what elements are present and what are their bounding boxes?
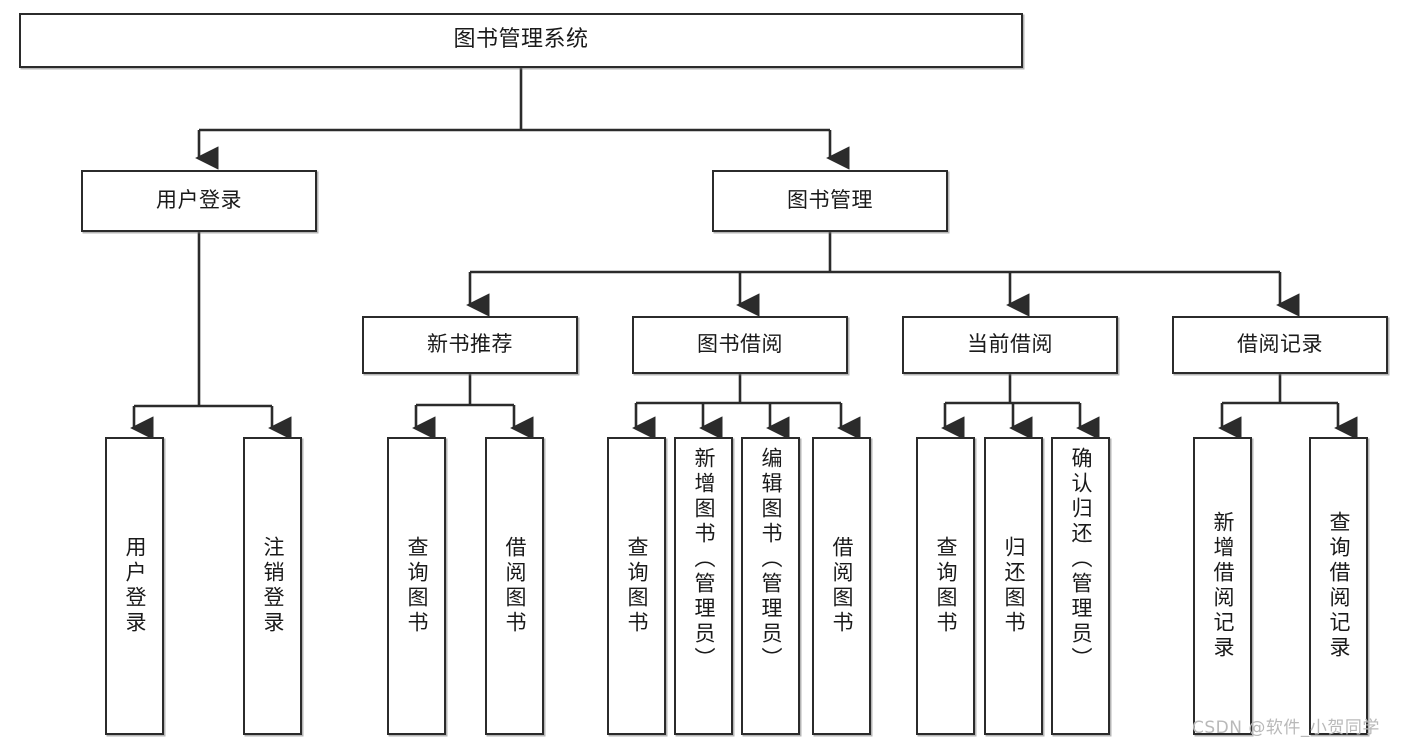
node-label: 借阅图书 <box>830 536 854 636</box>
node-current-borrowing[interactable]: 当前借阅 <box>902 316 1118 374</box>
csdn-watermark: CSDN @软件_小贺同学 <box>1192 718 1380 738</box>
node-label: 当前借阅 <box>967 332 1053 357</box>
leaf-current-borrow-return-books[interactable]: 归还图书 <box>984 437 1043 735</box>
node-label: 图书管理 <box>787 188 873 213</box>
node-label: 确认归还（管理员） <box>1069 447 1093 672</box>
node-label: 注销登录 <box>261 536 285 636</box>
leaf-book-borrow-add-book-admin[interactable]: 新增图书（管理员） <box>674 437 733 735</box>
node-label: 新增图书（管理员） <box>692 447 716 672</box>
leaf-current-borrow-confirm-return-admin[interactable]: 确认归还（管理员） <box>1051 437 1110 735</box>
node-root-book-management-system[interactable]: 图书管理系统 <box>19 13 1023 68</box>
node-label: 查询图书 <box>625 536 649 636</box>
node-label: 用户登录 <box>156 188 242 213</box>
leaf-book-borrow-borrow-books[interactable]: 借阅图书 <box>812 437 871 735</box>
leaf-borrow-record-query-record[interactable]: 查询借阅记录 <box>1309 437 1368 735</box>
leaf-new-book-borrow-books[interactable]: 借阅图书 <box>485 437 544 735</box>
leaf-new-book-query-books[interactable]: 查询图书 <box>387 437 446 735</box>
node-label: 用户登录 <box>123 536 147 636</box>
node-label: 编辑图书（管理员） <box>759 447 783 672</box>
leaf-book-borrow-edit-book-admin[interactable]: 编辑图书（管理员） <box>741 437 800 735</box>
node-label: 查询图书 <box>934 536 958 636</box>
leaf-book-borrow-query-books[interactable]: 查询图书 <box>607 437 666 735</box>
leaf-borrow-record-add-record[interactable]: 新增借阅记录 <box>1193 437 1252 735</box>
node-label: 新增借阅记录 <box>1211 511 1235 661</box>
node-label: 查询图书 <box>405 536 429 636</box>
node-borrowing-records[interactable]: 借阅记录 <box>1172 316 1388 374</box>
node-label: 归还图书 <box>1002 536 1026 636</box>
leaf-user-login-logout[interactable]: 注销登录 <box>243 437 302 735</box>
leaf-user-login-login[interactable]: 用户登录 <box>105 437 164 735</box>
node-book-management[interactable]: 图书管理 <box>712 170 948 232</box>
leaf-current-borrow-query-books[interactable]: 查询图书 <box>916 437 975 735</box>
node-label: 借阅记录 <box>1237 332 1323 357</box>
node-book-borrowing[interactable]: 图书借阅 <box>632 316 848 374</box>
node-label: 图书借阅 <box>697 332 783 357</box>
node-label: 新书推荐 <box>427 332 513 357</box>
node-label: 图书管理系统 <box>453 27 589 53</box>
node-new-book-recommendation[interactable]: 新书推荐 <box>362 316 578 374</box>
node-label: 借阅图书 <box>503 536 527 636</box>
node-label: 查询借阅记录 <box>1327 511 1351 661</box>
node-user-login[interactable]: 用户登录 <box>81 170 317 232</box>
